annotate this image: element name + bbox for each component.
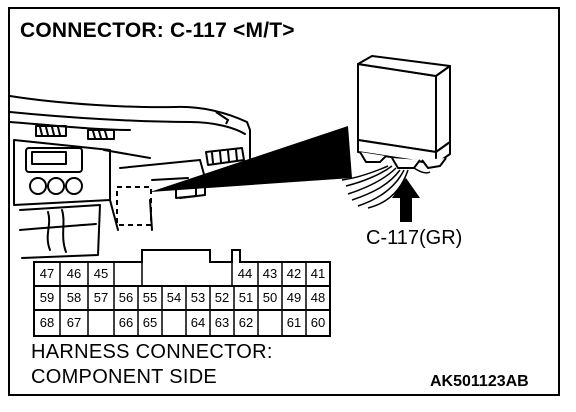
wire-harness xyxy=(341,165,431,209)
pin-label: 65 xyxy=(142,315,158,330)
pin-label: 59 xyxy=(39,290,55,305)
pin-label: 54 xyxy=(166,290,182,305)
pin-label: 60 xyxy=(310,315,326,330)
pin-label: 42 xyxy=(286,266,302,281)
pin-label: 58 xyxy=(66,290,82,305)
pin-label: 49 xyxy=(286,290,302,305)
connector-arrow xyxy=(392,178,420,222)
pin-label: 51 xyxy=(238,290,254,305)
pin-label: 63 xyxy=(214,315,230,330)
pin-label: 66 xyxy=(118,315,134,330)
pin-label: 57 xyxy=(93,290,109,305)
ecu-module xyxy=(357,55,451,169)
location-pointer xyxy=(150,126,352,192)
caption-line-2: COMPONENT SIDE xyxy=(31,366,218,388)
pin-label: 55 xyxy=(142,290,158,305)
figure-code: AK501123AB xyxy=(430,373,529,390)
pin-label: 44 xyxy=(237,266,253,281)
pin-label: 46 xyxy=(66,266,82,281)
pin-label: 53 xyxy=(190,290,206,305)
pin-label: 64 xyxy=(190,315,206,330)
pin-label: 52 xyxy=(214,290,230,305)
pin-label: 61 xyxy=(286,315,302,330)
pin-label: 67 xyxy=(66,315,82,330)
pin-label: 43 xyxy=(262,266,278,281)
pin-label: 48 xyxy=(310,290,326,305)
pin-label: 50 xyxy=(262,290,278,305)
diagram-title: CONNECTOR: C-117 <M/T> xyxy=(20,19,295,42)
pin-label: 56 xyxy=(118,290,134,305)
pin-label: 47 xyxy=(39,266,55,281)
connector-outline xyxy=(33,249,331,337)
connector-callout: C-117(GR) xyxy=(366,227,463,249)
pin-label: 68 xyxy=(39,315,55,330)
pin-label: 45 xyxy=(93,266,109,281)
pin-label: 41 xyxy=(310,266,326,281)
location-box xyxy=(116,186,152,226)
caption-line-1: HARNESS CONNECTOR: xyxy=(31,341,273,363)
pin-label: 62 xyxy=(238,315,254,330)
